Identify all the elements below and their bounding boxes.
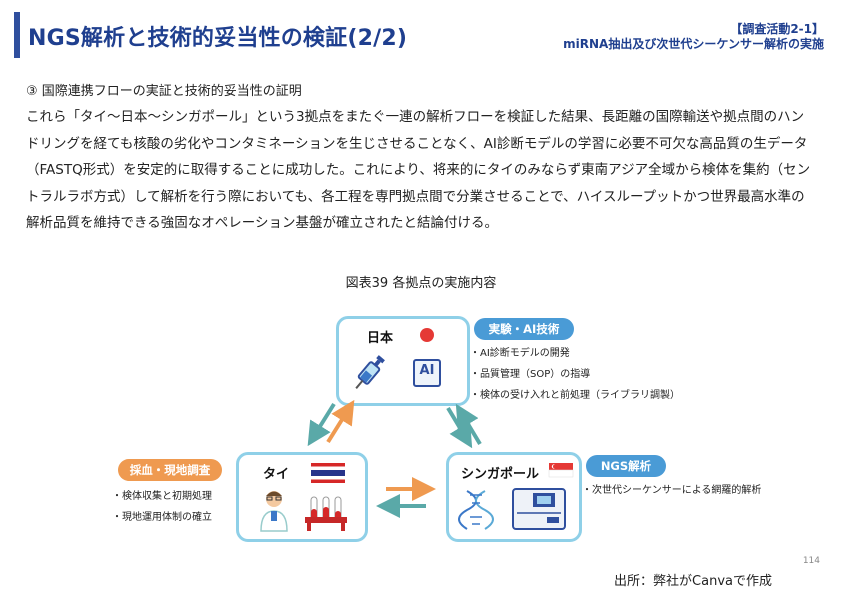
japan-pill: 実験・AI技術	[474, 318, 574, 340]
ai-chip-text: AI	[419, 363, 435, 378]
singapore-bullets: 次世代シーケンサーによる網羅的解析	[582, 480, 761, 501]
singapore-flag-icon	[548, 463, 574, 478]
title-accent-bar	[14, 12, 20, 58]
test-tubes-icon	[305, 496, 347, 531]
figure-title: 図表39 各拠点の実施内容	[345, 276, 497, 291]
arrow-japan-to-thailand	[307, 402, 336, 447]
section-heading: ③ 国際連携フローの実証と技術的妥当性の証明	[26, 84, 302, 99]
japan-bullets: AI診断モデルの開発 品質管理（SOP）の指導 検体の受け入れと前処理（ライブラ…	[470, 343, 680, 406]
body-paragraph: これら「タイ〜日本〜シンガポール」という3拠点をまたぐ一連の解析フローを検証した…	[26, 109, 811, 231]
thailand-pill: 採血・現地調査	[118, 459, 222, 481]
arrow-thailand-to-japan	[326, 399, 355, 444]
thailand-bullet: 現地運用体制の確立	[112, 507, 212, 528]
activity-tag-line2: miRNA抽出及び次世代シーケンサー解析の実施	[563, 37, 824, 51]
researcher-icon	[260, 491, 288, 532]
arrow-japan-to-singapore	[446, 406, 473, 449]
singapore-box: シンガポール	[446, 452, 582, 542]
japan-bullet: 品質管理（SOP）の指導	[470, 364, 680, 385]
source-note: 出所：弊社がCanvaで作成	[614, 574, 772, 589]
thailand-flag-icon	[311, 463, 345, 483]
thailand-box: タイ	[236, 452, 368, 542]
thailand-bullets: 検体収集と初期処理 現地運用体制の確立	[112, 486, 212, 528]
japan-bullet: AI診断モデルの開発	[470, 343, 680, 364]
thailand-bullet: 検体収集と初期処理	[112, 486, 212, 507]
singapore-bullet: 次世代シーケンサーによる網羅的解析	[582, 480, 761, 501]
ai-chip-icon	[413, 359, 441, 387]
page-title: NGS解析と技術的妥当性の検証(2/2)	[28, 26, 408, 51]
dna-icon	[458, 490, 494, 530]
activity-tag: 【調査活動2-1】 miRNA抽出及び次世代シーケンサー解析の実施	[563, 22, 824, 52]
thailand-label: タイ	[263, 467, 290, 482]
syringe-icon	[355, 355, 385, 389]
sequencer-icon	[512, 488, 566, 530]
activity-tag-line1: 【調査活動2-1】	[730, 22, 824, 36]
singapore-label: シンガポール	[461, 467, 540, 482]
arrow-singapore-to-japan	[455, 403, 482, 446]
japan-label: 日本	[367, 331, 394, 346]
japan-box: 日本 AI	[336, 316, 470, 406]
japan-bullet: 検体の受け入れと前処理（ライブラリ調製）	[470, 385, 680, 406]
singapore-pill: NGS解析	[586, 455, 666, 477]
page-number: 114	[802, 556, 820, 566]
japan-flag-icon	[420, 328, 434, 342]
